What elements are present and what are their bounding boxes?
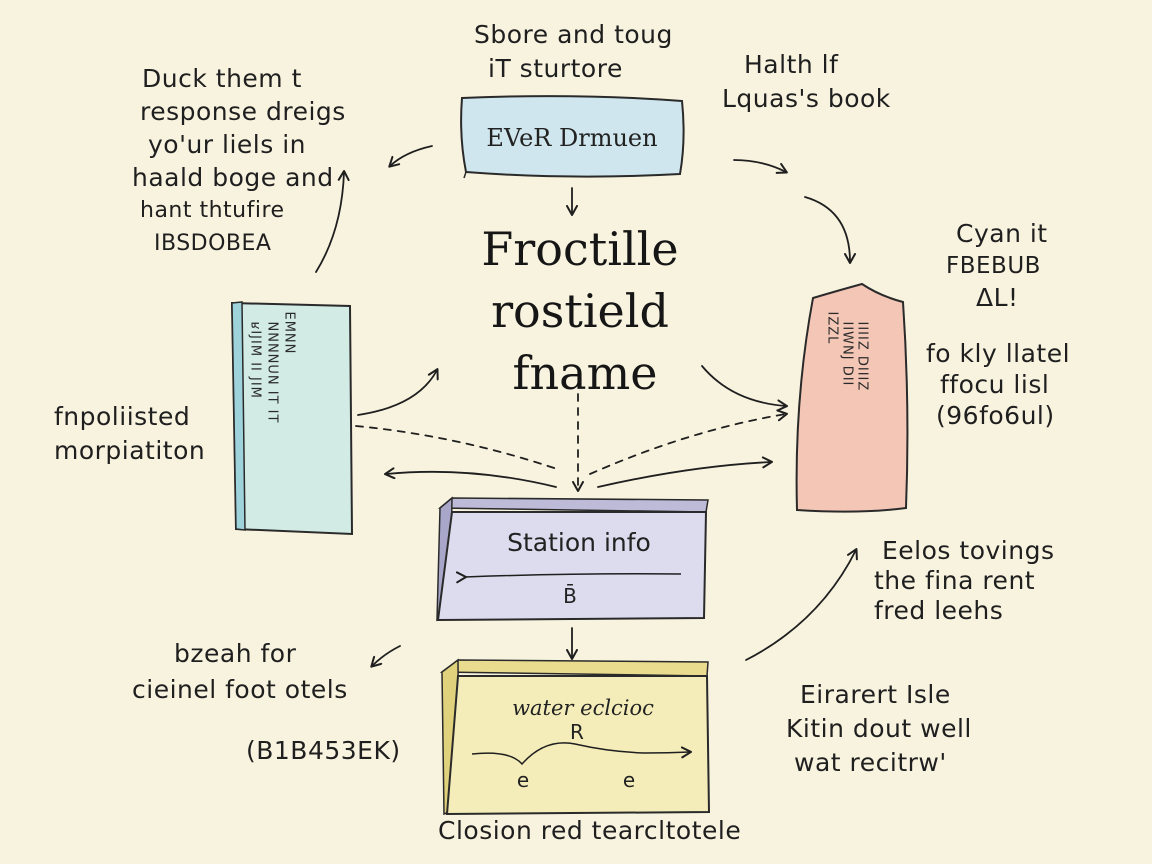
- arrow-right-note-to-panel: [804, 196, 856, 264]
- top-box-label: EVeR Drmuen: [486, 124, 658, 152]
- right-upper-note-line-3: ΔL!: [976, 283, 1019, 312]
- top-left-note: Duck them t response dreigs yo'ur liels …: [132, 62, 346, 260]
- arrow-top-box-to-left-note: [388, 145, 433, 168]
- arrow-dashed-to-left-panel: [355, 425, 561, 471]
- center-title: Froctille rostield fname: [430, 218, 730, 404]
- right-panel-shape: [795, 282, 909, 513]
- arrow-left-note-up: [315, 170, 350, 273]
- station-box-marker: B̄: [563, 584, 577, 608]
- right-panel-text-2: IIWNJ DII: [839, 321, 855, 387]
- right-upper-note-line-2: FBEBUB: [946, 253, 1041, 279]
- bottom-right-note: Eirarert Isle Kitin dout well wat recitr…: [786, 678, 972, 780]
- station-box-top: [437, 497, 709, 513]
- right-lower-note-line-1: Eelos tovings: [882, 536, 1055, 565]
- top-left-note-line-5: hant thtufire: [140, 198, 285, 223]
- top-right-note-line-1: Halth lf: [744, 50, 839, 79]
- title-note-line-1: Sbore and toug: [474, 20, 673, 49]
- top-right-note: Halth lf Lquas's book: [722, 48, 891, 116]
- bottom-right-note-line-3: wat recitrw': [794, 748, 947, 777]
- water-box-marker-left: e: [516, 768, 530, 792]
- station-box-label: Station info: [507, 528, 651, 557]
- left-mid-note-line-1: fnpoliisted: [54, 402, 191, 431]
- right-mid-note-line-2: ffocu lisl: [940, 370, 1050, 399]
- arrow-top-box-to-right-note: [733, 159, 788, 174]
- left-lower-note-line-1: bzeah for: [174, 639, 297, 668]
- center-title-line-3: fname: [512, 346, 658, 400]
- left-panel-text-3: ʁIJIM II JIM: [247, 321, 263, 399]
- right-lower-note-line-2: the fina rent: [874, 566, 1036, 595]
- water-box-marker-right: e: [622, 768, 636, 792]
- left-mid-note: fnpoliisted morpiatiton: [54, 400, 205, 468]
- arrow-to-left-lower-note: [370, 645, 401, 668]
- title-note: Sbore and toug iT sturtore: [474, 18, 673, 86]
- left-panel-text-2: NNNNUN IT IT: [264, 321, 280, 424]
- center-title-line-2: rostield: [491, 284, 669, 338]
- right-mid-note: fo kly llatel ffocu lisl (96fo6ul): [926, 338, 1070, 431]
- top-left-note-line-3: yo'ur liels in: [148, 130, 307, 159]
- right-panel-text-1: IZZL: [824, 311, 840, 345]
- arrow-to-right-lower-note: [745, 548, 858, 661]
- right-mid-note-line-1: fo kly llatel: [926, 339, 1071, 368]
- arrow-title-to-right-panel: [701, 365, 788, 412]
- right-upper-note-line-1: Cyan it: [956, 219, 1048, 248]
- right-upper-note: Cyan it FBEBUB ΔL!: [946, 218, 1048, 314]
- left-lower-note: bzeah for cieinel foot otels: [132, 636, 348, 708]
- arrow-left-panel-to-title: [357, 368, 439, 416]
- left-panel-edge: [231, 301, 246, 531]
- top-left-note-line-6: IBSDOBEA: [154, 231, 272, 256]
- right-panel: [795, 282, 909, 513]
- water-box-top: [439, 659, 709, 677]
- top-right-note-line-2: Lquas's book: [722, 84, 891, 113]
- left-lower-note-line-2: cieinel foot otels: [132, 675, 348, 704]
- top-left-note-line-1: Duck them t: [142, 64, 302, 93]
- station-box-rule: [455, 571, 682, 584]
- top-left-note-line-2: response dreigs: [140, 97, 346, 126]
- water-box-label: water eclcioc: [512, 696, 654, 720]
- left-code-note: (B1B453EK): [246, 736, 401, 765]
- left-panel-text-1: EMNN: [281, 311, 297, 355]
- right-lower-note-line-3: fred leehs: [874, 596, 1004, 625]
- bottom-right-note-line-1: Eirarert Isle: [800, 680, 951, 709]
- title-note-line-2: iT sturtore: [488, 54, 623, 83]
- water-box-curve: [471, 742, 692, 766]
- right-panel-text-3: IIIIZ DIIIZ: [854, 321, 870, 392]
- right-mid-note-line-3: (96fo6ul): [936, 401, 1055, 430]
- arrow-center-to-left: [384, 467, 557, 488]
- top-box: [460, 95, 685, 179]
- water-box-marker-top: R: [570, 720, 584, 744]
- bottom-caption: Closion red tearcltotele: [438, 816, 742, 845]
- left-mid-note-line-2: morpiatiton: [54, 436, 206, 465]
- water-box: [439, 658, 711, 816]
- right-lower-note: Eelos tovings the fina rent fred leehs: [874, 536, 1054, 626]
- top-left-note-line-4: haald boge and: [132, 163, 334, 192]
- station-box: [436, 496, 709, 622]
- station-box-front: [436, 511, 708, 622]
- bottom-right-note-line-2: Kitin dout well: [786, 714, 972, 743]
- center-title-line-1: Froctille: [481, 222, 679, 276]
- arrow-dashed-to-right-panel: [589, 409, 788, 475]
- arrow-center-to-right: [597, 456, 773, 488]
- left-panel: [230, 301, 354, 536]
- top-box-shape: [460, 95, 685, 178]
